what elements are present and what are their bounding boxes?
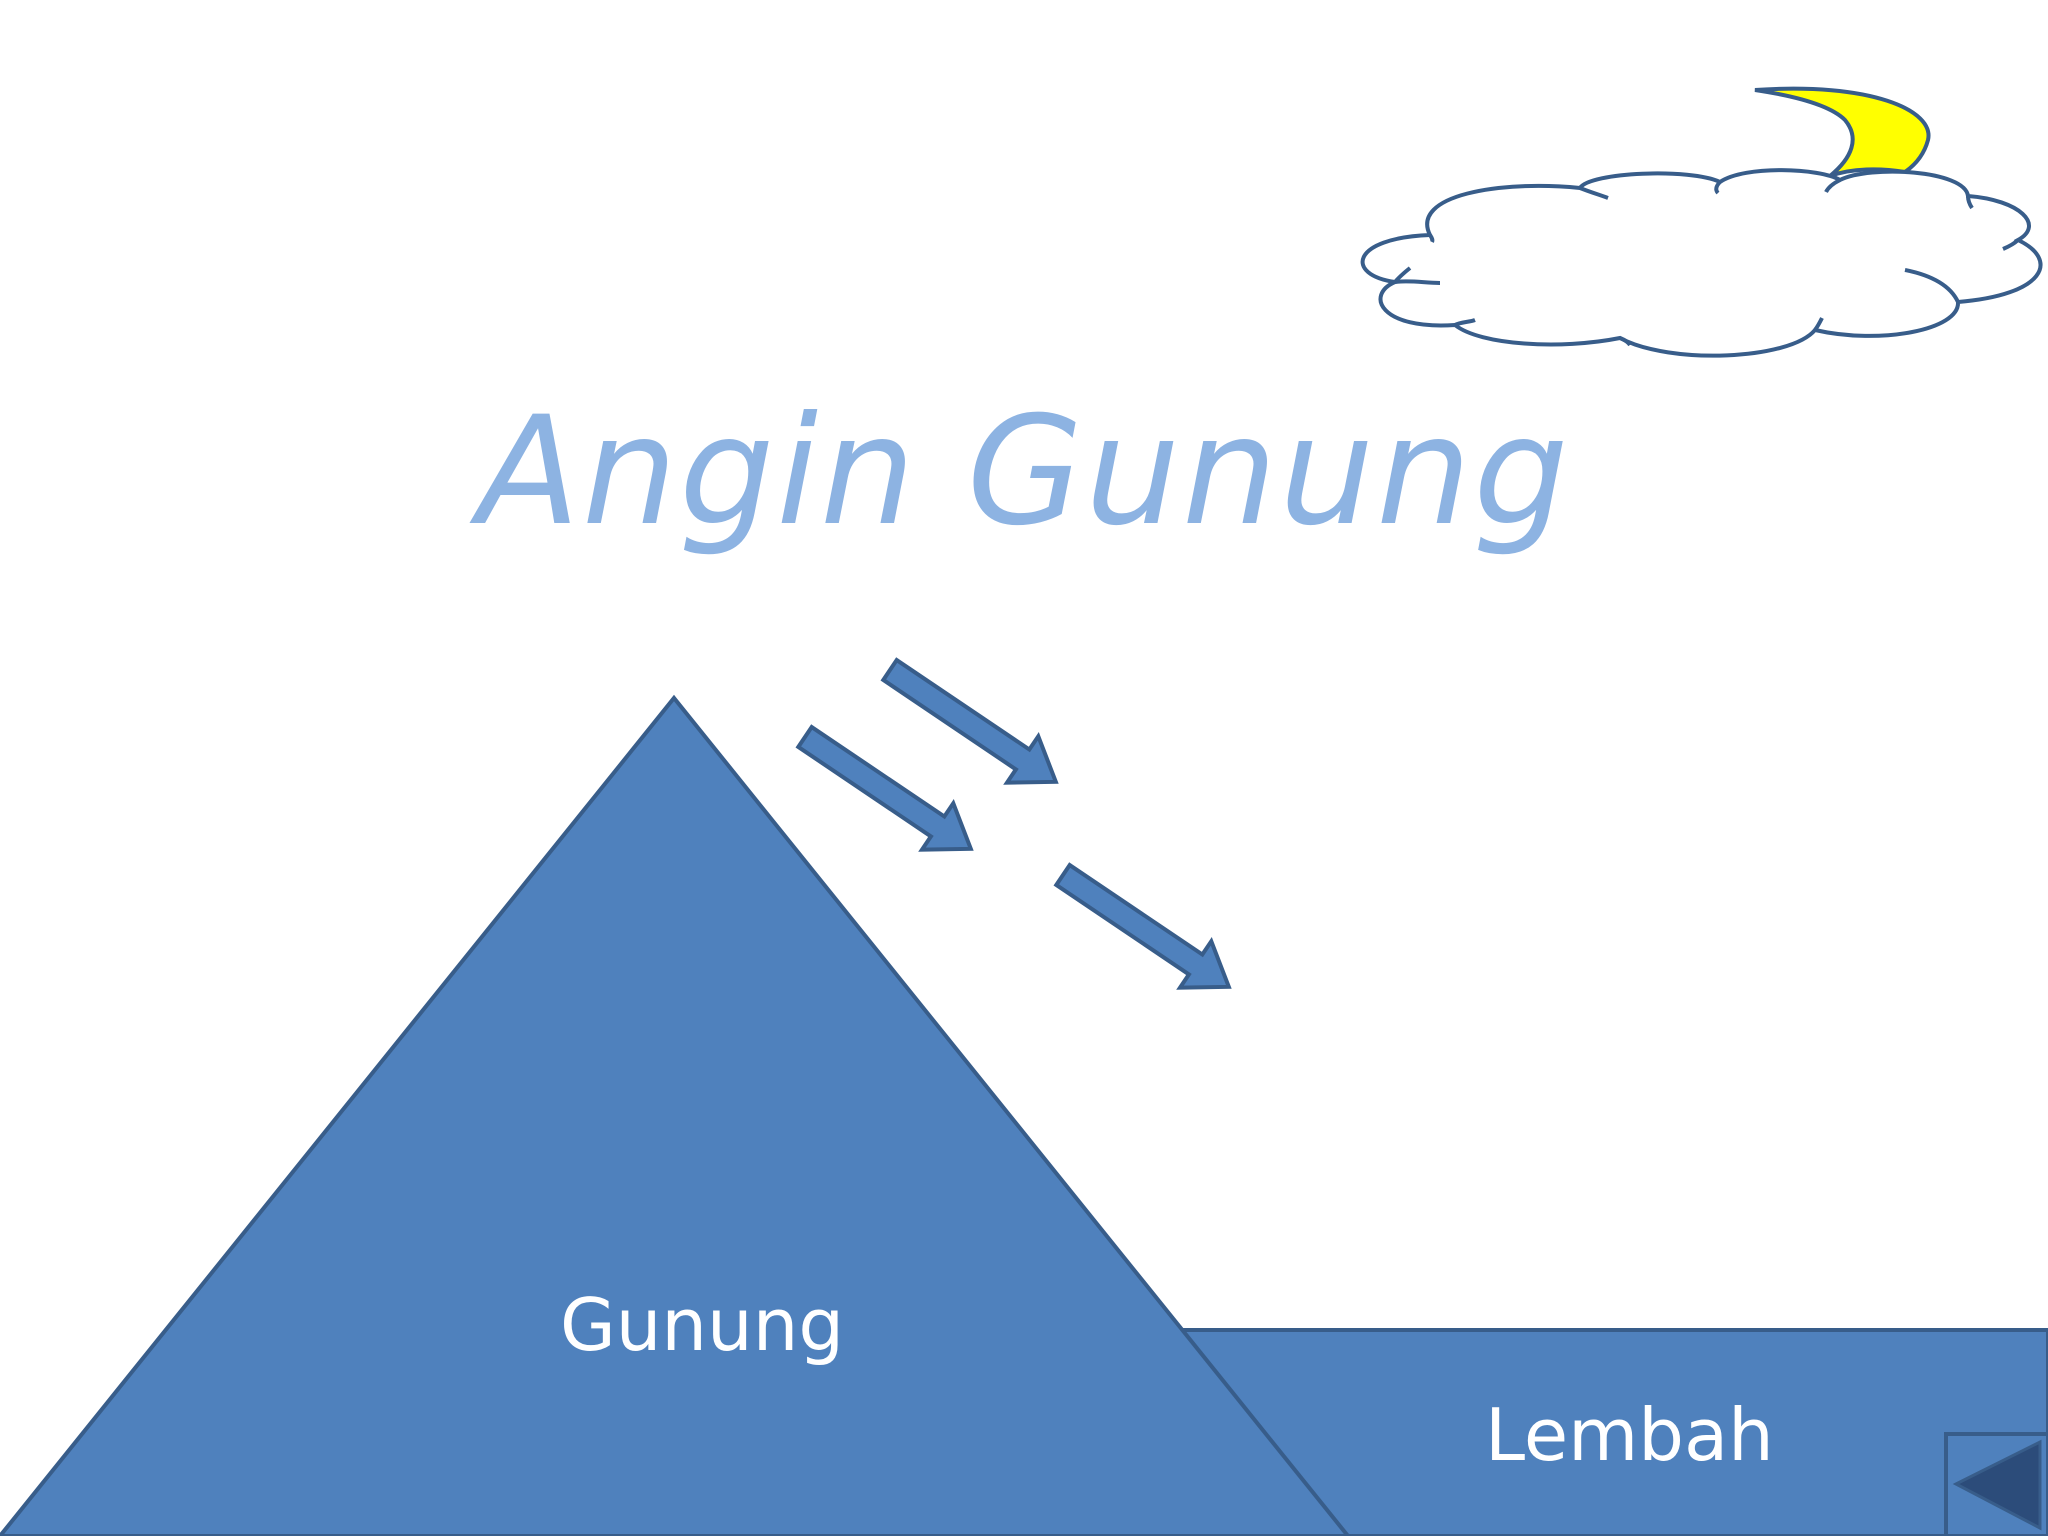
back-button[interactable] xyxy=(1944,1432,2048,1538)
wind-arrows xyxy=(795,657,1232,990)
page-title: Angin Gunung xyxy=(477,385,1571,559)
wind-arrow-icon xyxy=(1053,862,1232,990)
valley-label: Lembah xyxy=(1485,1393,1774,1477)
wind-arrow-icon xyxy=(880,657,1059,785)
triangle-left-icon xyxy=(1944,1432,2048,1538)
cloud-icon xyxy=(1360,168,2043,358)
wind-arrow-icon xyxy=(795,724,974,852)
mountain-label: Gunung xyxy=(560,1283,845,1367)
mountain-shape xyxy=(0,694,1351,1536)
moon-icon xyxy=(1754,86,1931,178)
